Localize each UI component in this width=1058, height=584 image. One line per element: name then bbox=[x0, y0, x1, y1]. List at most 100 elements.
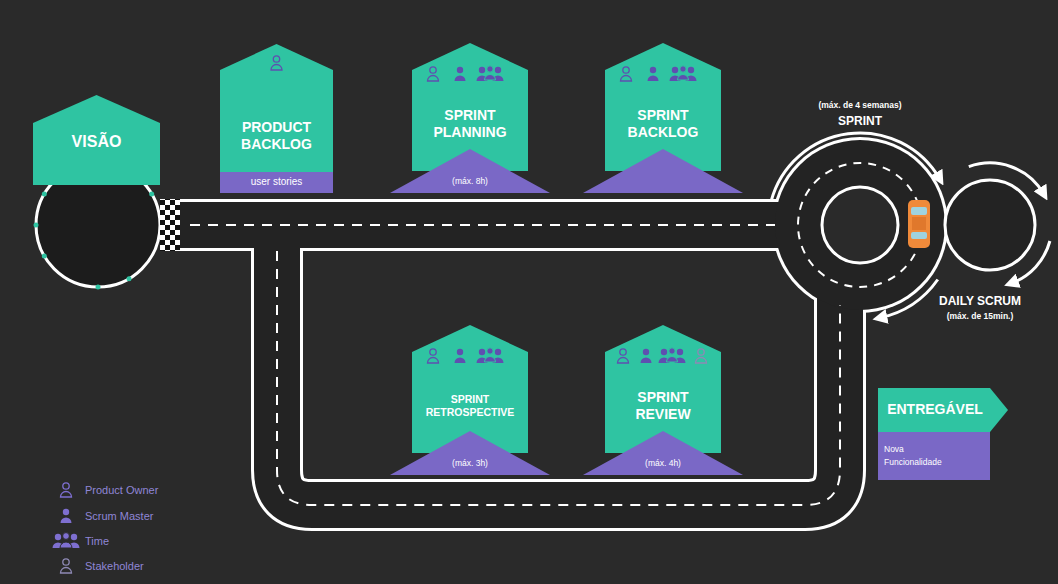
duration-triangle bbox=[390, 431, 550, 475]
duration-triangle bbox=[583, 149, 743, 193]
legend-text: Scrum Master bbox=[85, 508, 215, 525]
ring-dot bbox=[96, 285, 101, 290]
node-note: (máx. 3h) bbox=[430, 453, 510, 473]
arrow-shape bbox=[878, 388, 1008, 432]
meeting-box: SPRINT PLANNING (máx. 8h) bbox=[390, 43, 550, 193]
meeting-box: SPRINT REVIEW (máx. 4h) bbox=[583, 325, 743, 475]
master-icon bbox=[457, 349, 463, 355]
owner-icon bbox=[63, 483, 69, 489]
diagram-label: (máx. de 15min.) bbox=[925, 310, 1035, 323]
roundabout-island bbox=[822, 187, 898, 263]
owner-icon bbox=[428, 76, 439, 82]
diagram-label: (máx. de 4 semanas) bbox=[800, 99, 920, 112]
team-icon bbox=[487, 66, 493, 72]
stakeholder-icon bbox=[698, 349, 704, 355]
node-shape bbox=[220, 44, 333, 193]
ring-dot bbox=[127, 276, 132, 281]
node-note: (máx. 8h) bbox=[430, 171, 510, 191]
lane-dashes bbox=[277, 251, 840, 505]
owner-icon bbox=[428, 358, 439, 364]
node-title: SPRINT REVIEW bbox=[609, 383, 717, 429]
master-icon bbox=[643, 349, 649, 355]
deliverable-arrow: ENTREGÁVEL Nova Funcionalidade bbox=[878, 388, 1008, 480]
node-title: PRODUCT BACKLOG bbox=[224, 110, 329, 162]
cycle-arrow bbox=[969, 163, 1044, 194]
road-edge bbox=[277, 225, 840, 505]
team-icon bbox=[669, 348, 675, 354]
team-icon bbox=[55, 534, 61, 540]
ring-dot bbox=[34, 223, 39, 228]
ring-dot bbox=[42, 254, 47, 259]
stakeholder-icon bbox=[63, 559, 69, 565]
ring-dot bbox=[149, 192, 154, 197]
owner-icon bbox=[61, 492, 72, 497]
master-icon bbox=[650, 67, 656, 73]
team-icon bbox=[672, 67, 678, 73]
team-icon bbox=[661, 349, 667, 355]
car-roof bbox=[912, 217, 926, 230]
lane-dashes bbox=[190, 224, 775, 226]
backlog-box: PRODUCT BACKLOG user stories bbox=[220, 44, 333, 193]
owner-icon bbox=[273, 56, 279, 62]
duration-triangle bbox=[583, 431, 743, 475]
node-title: SPRINT BACKLOG bbox=[609, 101, 717, 147]
daily-circle bbox=[945, 180, 1035, 270]
deliverable-band bbox=[878, 432, 990, 480]
team-icon bbox=[677, 349, 683, 355]
owner-icon bbox=[623, 67, 629, 73]
master-icon bbox=[648, 76, 659, 82]
team-icon bbox=[495, 67, 501, 73]
legend-text: Product Owner bbox=[85, 482, 215, 499]
team-icon bbox=[479, 67, 485, 73]
team-icon bbox=[485, 75, 496, 81]
legend-text: Stakeholder bbox=[85, 558, 215, 575]
team-icon bbox=[487, 348, 493, 354]
meeting-box: SPRINT BACKLOG bbox=[583, 43, 743, 193]
house-shape bbox=[33, 95, 160, 185]
team-icon bbox=[479, 349, 485, 355]
ring-dot bbox=[42, 192, 47, 197]
vision-box: VISÃO bbox=[33, 95, 160, 185]
owner-icon bbox=[271, 65, 282, 71]
owner-icon bbox=[620, 349, 626, 355]
duration-triangle bbox=[390, 149, 550, 193]
master-icon bbox=[61, 518, 72, 524]
owner-icon bbox=[621, 76, 632, 82]
team-icon bbox=[688, 67, 694, 73]
car-window bbox=[911, 232, 927, 239]
node-title: VISÃO bbox=[37, 125, 156, 159]
node-note: Nova Funcionalidade bbox=[884, 436, 956, 476]
team-icon bbox=[667, 357, 678, 362]
master-icon bbox=[455, 76, 466, 82]
owner-icon bbox=[430, 349, 436, 355]
team-icon bbox=[71, 534, 77, 540]
cycle-arrow bbox=[1011, 241, 1050, 283]
master-icon bbox=[457, 67, 463, 73]
master-icon bbox=[63, 509, 69, 515]
roundabout-edge bbox=[772, 137, 948, 313]
lane-dashes bbox=[798, 163, 922, 287]
diagram-label: SPRINT bbox=[820, 113, 900, 130]
node-title: SPRINT PLANNING bbox=[416, 101, 524, 147]
node-note: (máx. 4h) bbox=[623, 453, 703, 473]
team-icon bbox=[60, 542, 72, 548]
team-icon bbox=[495, 349, 501, 355]
house-shape bbox=[220, 44, 333, 172]
roundabout-surface bbox=[775, 140, 945, 310]
road-surface bbox=[277, 225, 840, 505]
node-note: user stories bbox=[224, 172, 329, 193]
owner-icon bbox=[618, 358, 629, 364]
car-body bbox=[908, 200, 930, 248]
cycle-arrow bbox=[771, 133, 940, 201]
team-icon bbox=[678, 75, 689, 81]
master-icon bbox=[641, 358, 652, 364]
team-icon bbox=[63, 533, 70, 540]
meeting-box: SPRINT RETROSPECTIVE(máx. 3h) bbox=[390, 325, 550, 475]
car-window bbox=[911, 207, 927, 215]
story-band bbox=[220, 172, 333, 193]
node-title: ENTREGÁVEL bbox=[882, 390, 988, 430]
